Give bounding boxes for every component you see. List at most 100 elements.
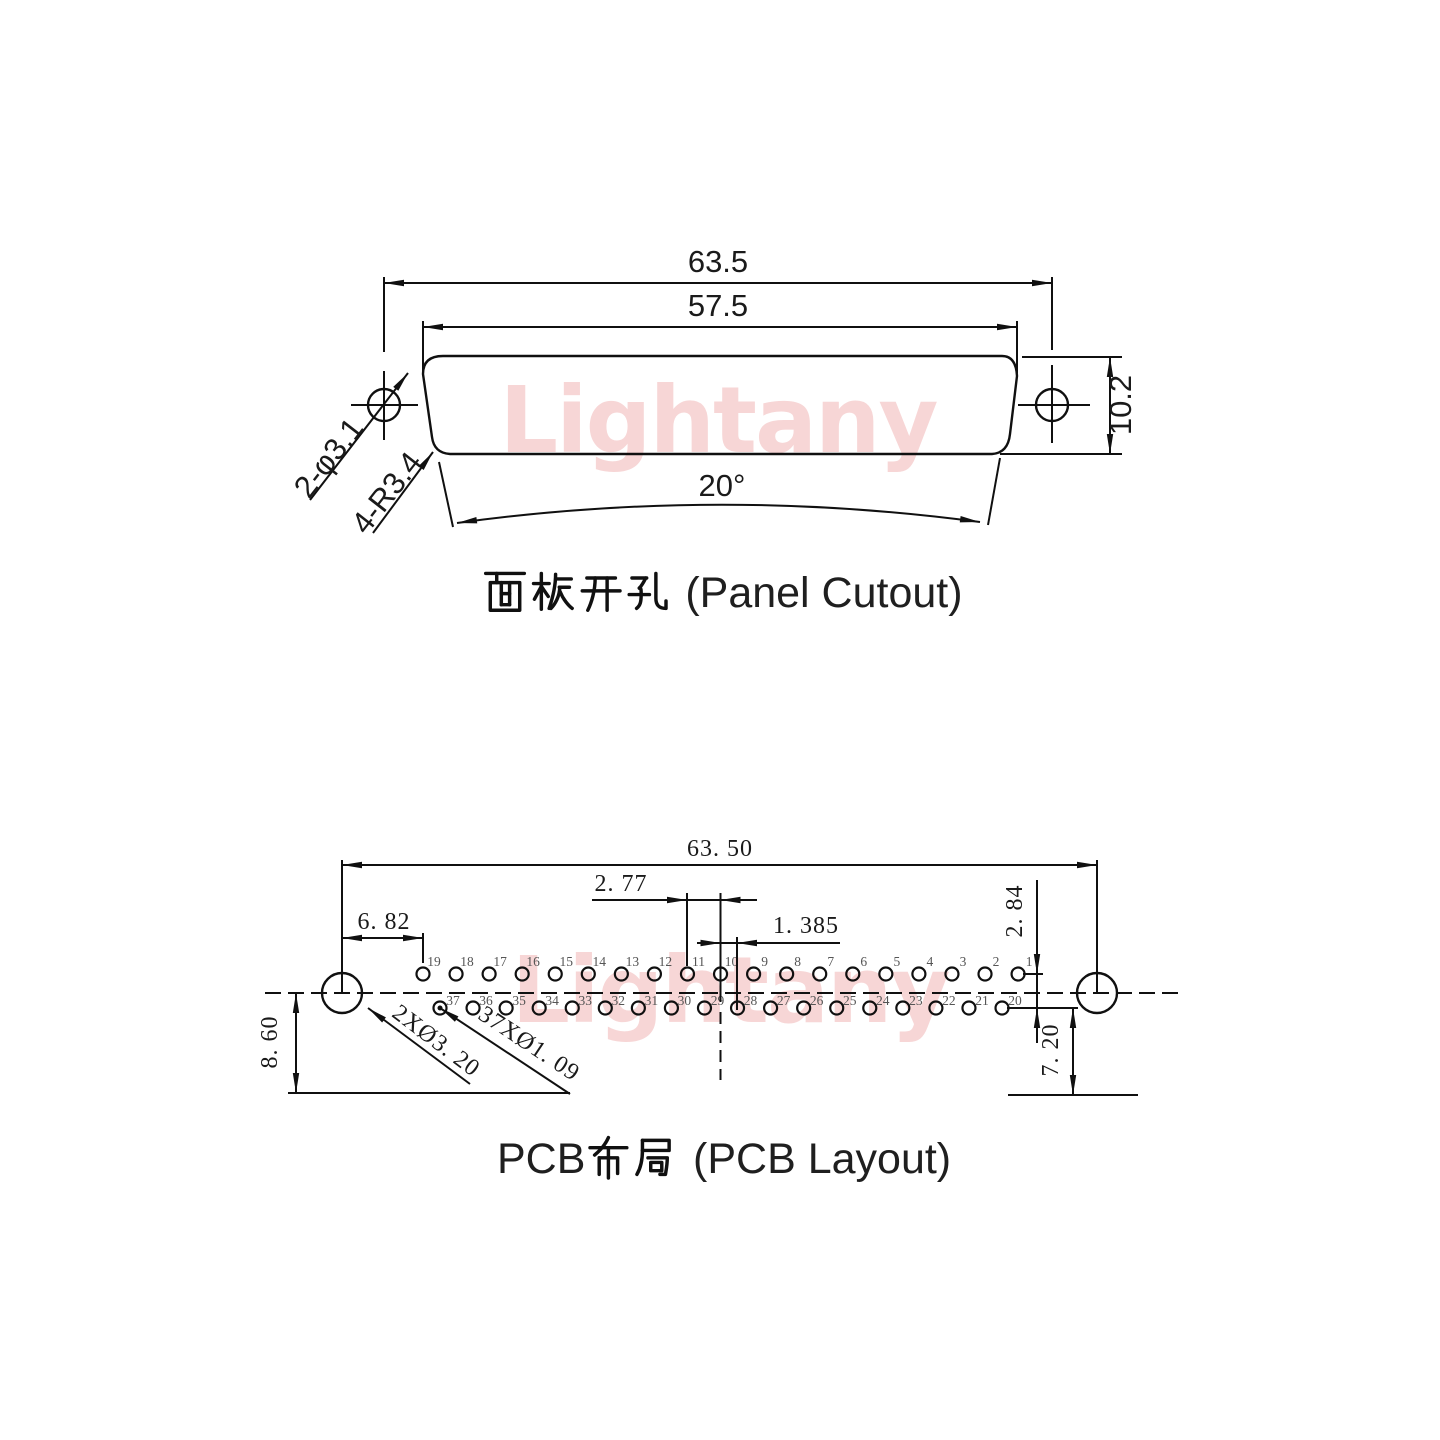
leader-mount-hole: [309, 372, 409, 501]
pin-hole-4: [911, 966, 927, 982]
dim-63-50: 63. 50: [687, 836, 753, 862]
pin-hole-13: [613, 966, 629, 982]
title-latin-char: o: [888, 569, 912, 617]
dim-63-5: 63.5: [688, 244, 748, 279]
dim-1-385: 1. 385: [773, 913, 839, 939]
pin-hole-15: [547, 966, 563, 982]
pin-hole-21: [961, 1000, 977, 1016]
pin-hole-19: [415, 966, 431, 982]
title-latin-char: (: [685, 569, 700, 617]
dim-mount-hole: 2-φ3.1: [287, 411, 370, 504]
cjk-char: [627, 571, 668, 611]
pin-number-1: 1: [1026, 954, 1033, 969]
pin-number-19: 19: [427, 954, 441, 969]
pin-number-24: 24: [876, 993, 890, 1008]
pin-number-25: 25: [843, 993, 857, 1008]
pin-number-8: 8: [794, 954, 801, 969]
pin-number-11: 11: [692, 954, 705, 969]
title-latin-char: t: [925, 1135, 937, 1183]
title-latin-char: B: [557, 1135, 586, 1183]
pin-number-3: 3: [960, 954, 967, 969]
dim-7-20: 7. 20: [1038, 1024, 1064, 1077]
title-latin-char: C: [736, 1135, 767, 1183]
pin-hole-24: [862, 1000, 878, 1016]
pin-hole-20: [994, 1000, 1010, 1016]
pin-hole-16: [514, 966, 530, 982]
pin-number-21: 21: [975, 993, 989, 1008]
title-latin-char: P: [707, 1135, 736, 1183]
pin-hole-25: [829, 1000, 845, 1016]
pin-number-6: 6: [860, 954, 867, 969]
dim-8-60: 8. 60: [257, 1016, 283, 1069]
pin-number-29: 29: [711, 993, 725, 1008]
pin-hole-3: [944, 966, 960, 982]
title-latin-char: (: [693, 1135, 708, 1183]
title-latin-char: l: [800, 569, 810, 617]
pin-number-27: 27: [777, 993, 791, 1008]
pin-hole-23: [895, 1000, 911, 1016]
leader-mount-holes: [367, 1007, 471, 1085]
pin-number-17: 17: [493, 954, 507, 969]
angle-arc: [456, 503, 981, 524]
pin-hole-32: [597, 1000, 613, 1016]
title-latin-char: e: [776, 569, 800, 617]
pin-hole-6: [845, 966, 861, 982]
pin-number-4: 4: [927, 954, 934, 969]
pin-hole-22: [928, 1000, 944, 1016]
title-latin-char: u: [901, 1135, 925, 1183]
pin-number-15: 15: [559, 954, 573, 969]
cjk-char: [483, 571, 527, 612]
pin-number-23: 23: [909, 993, 923, 1008]
dimension-arrows: [292, 279, 1114, 1095]
pin-number-9: 9: [761, 954, 768, 969]
pin-number-12: 12: [659, 954, 673, 969]
pin-hole-12: [646, 966, 663, 982]
title-latin-char: C: [526, 1135, 557, 1183]
pin-hole-14: [580, 966, 596, 982]
title-latin-char: C: [822, 569, 853, 617]
title-latin-char: t: [936, 569, 948, 617]
watermark-bottom: Lightany: [511, 937, 949, 1044]
title-latin-char: B: [767, 1135, 796, 1183]
cjk-char: [588, 1135, 629, 1180]
pin-hole-2: [977, 966, 993, 982]
dim-2-84: 2. 84: [1002, 885, 1028, 938]
pin-hole-33: [564, 1000, 580, 1016]
pin-hole-29: [696, 1000, 713, 1016]
pin-number-32: 32: [612, 993, 626, 1008]
title-latin-char: a: [728, 569, 752, 617]
title-latin-char: n: [752, 569, 776, 617]
title-latin-char: P: [497, 1135, 526, 1183]
dim-corner-radius: 4-R3.4: [344, 445, 429, 540]
title-latin-char: a: [832, 1135, 856, 1183]
pin-number-34: 34: [545, 993, 559, 1008]
title-latin-char: P: [700, 569, 729, 617]
pin-hole-18: [448, 966, 464, 982]
pin-hole-11: [679, 966, 696, 982]
dim-6-82: 6. 82: [358, 909, 411, 935]
pin-hole-7: [812, 966, 828, 982]
pin-number-30: 30: [678, 993, 692, 1008]
pin-number-14: 14: [593, 954, 607, 969]
title-latin-char: o: [877, 1135, 901, 1183]
pin-number-20: 20: [1008, 993, 1022, 1008]
pin-number-35: 35: [512, 993, 526, 1008]
pin-number-10: 10: [725, 954, 739, 969]
cjk-char: [635, 1138, 671, 1177]
title-latin-char: L: [808, 1135, 832, 1183]
pin-number-18: 18: [460, 954, 474, 969]
pin-number-26: 26: [810, 993, 824, 1008]
pin-number-2: 2: [993, 954, 1000, 969]
pin-hole-8: [779, 966, 795, 982]
dim-20-deg: 20°: [699, 468, 746, 503]
pin-number-13: 13: [626, 954, 640, 969]
pin-number-5: 5: [893, 954, 900, 969]
pin-number-7: 7: [827, 954, 834, 969]
pin-hole-27: [762, 1000, 779, 1016]
dim-2-77: 2. 77: [595, 871, 648, 897]
leader-pin-holes: [439, 1007, 571, 1095]
